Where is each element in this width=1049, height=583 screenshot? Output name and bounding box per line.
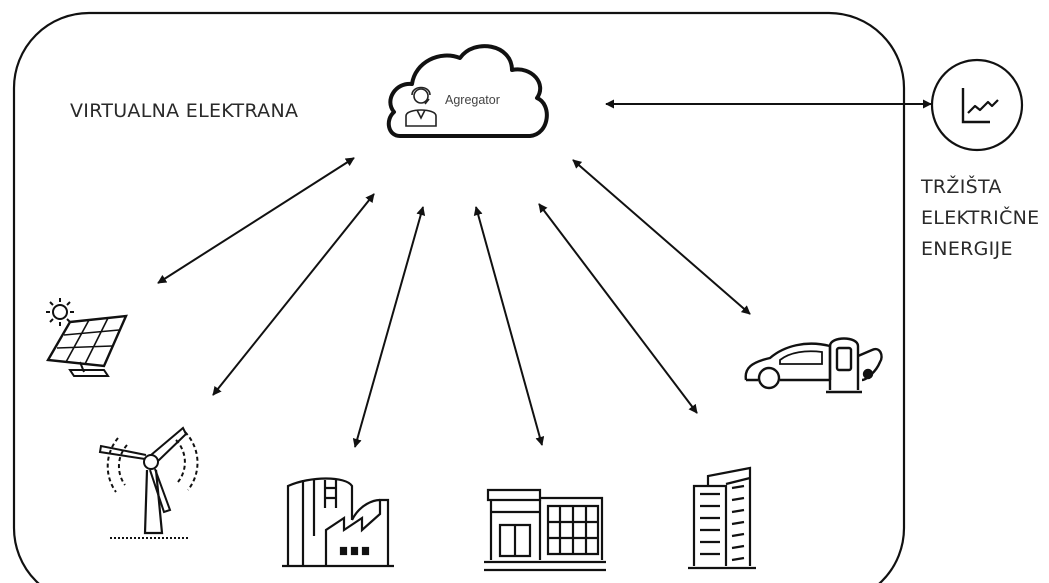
arrow-aggregator-ev <box>572 159 751 315</box>
aggregator-cloud-icon <box>386 44 549 138</box>
operator-person-icon <box>405 86 437 127</box>
market-chart-icon <box>930 58 1024 152</box>
commercial-building-icon <box>484 488 606 572</box>
arrow-aggregator-wind <box>212 193 375 396</box>
vpp-boundary <box>12 11 906 583</box>
arrow-aggregator-residential <box>538 203 698 414</box>
connections <box>157 99 932 448</box>
solar-panel-icon <box>46 298 128 377</box>
market-label-line-1: TRŽIŠTA <box>921 176 1002 198</box>
aggregator-label: Agregator <box>445 93 500 107</box>
ev-charger-icon <box>744 337 883 394</box>
wind-turbine-icon <box>98 426 199 539</box>
market-label-line-3: ENERGIJE <box>921 238 1013 260</box>
arrow-aggregator-industry <box>352 206 426 448</box>
diagram-title: VIRTUALNA ELEKTRANA <box>70 100 299 122</box>
arrow-aggregator-solar <box>157 157 355 284</box>
factory-icon <box>282 477 394 568</box>
market-label-line-2: ELEKTRIČNE <box>921 207 1040 229</box>
arrow-aggregator-commercial <box>473 206 545 446</box>
apartment-tower-icon <box>688 466 756 570</box>
market-label: TRŽIŠTA ELEKTRIČNE ENERGIJE <box>921 172 1039 265</box>
